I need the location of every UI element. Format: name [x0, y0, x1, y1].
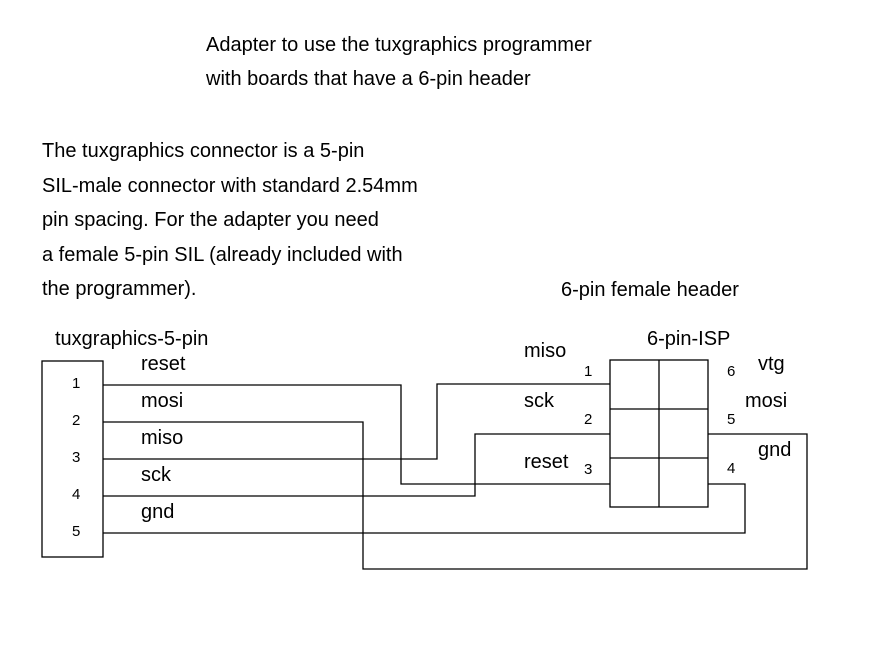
isp-label-sck: sck [524, 390, 554, 412]
isp-pin-number-4: 4 [727, 460, 736, 477]
left-pin-number-2: 2 [72, 412, 81, 429]
isp-pin-number-5: 5 [727, 411, 736, 428]
left-pin-number-4: 4 [72, 486, 81, 503]
wire-sck [215, 433, 610, 497]
left-pin-number-5: 5 [72, 523, 81, 540]
wire-reset [215, 384, 610, 485]
left-pin-number-1: 1 [72, 375, 81, 392]
description-line-5: the programmer). [42, 278, 197, 300]
isp-label-vtg: vtg [758, 353, 785, 375]
wire-gnd [215, 483, 746, 534]
wire-mosi [215, 421, 808, 570]
signal-label-mosi: mosi [141, 390, 184, 412]
diagram-title-line-2: with boards that have a 6-pin header [206, 68, 531, 90]
isp-pin-number-1: 1 [584, 363, 593, 380]
signal-label-miso: miso [141, 427, 184, 449]
description-line-3: pin spacing. For the adapter you need [42, 209, 379, 231]
signal-label-gnd: gnd [141, 501, 175, 523]
left-pin-number-3: 3 [72, 449, 81, 466]
description-line-2: SIL-male connector with standard 2.54mm [42, 175, 418, 197]
isp-pin-number-2: 2 [584, 411, 593, 428]
isp-label-reset: reset [524, 451, 569, 473]
wire-miso [215, 383, 610, 460]
signal-label-sck: sck [141, 464, 171, 486]
isp-pin-number-3: 3 [584, 461, 593, 478]
isp-label-miso: miso [524, 340, 567, 362]
diagram-title-line-1: Adapter to use the tuxgraphics programme… [206, 34, 592, 56]
isp-pin-number-6: 6 [727, 363, 736, 380]
right-connector-title: 6-pin-ISP [647, 328, 731, 350]
isp-label-mosi: mosi [745, 390, 788, 412]
signal-label-reset: reset [141, 353, 186, 375]
description-line-4: a female 5-pin SIL (already included wit… [42, 244, 403, 266]
description-line-1: The tuxgraphics connector is a 5-pin [42, 140, 365, 162]
left-connector-title: tuxgraphics-5-pin [55, 328, 209, 350]
isp-label-gnd: gnd [758, 439, 792, 461]
right-connector-caption: 6-pin female header [561, 279, 739, 301]
